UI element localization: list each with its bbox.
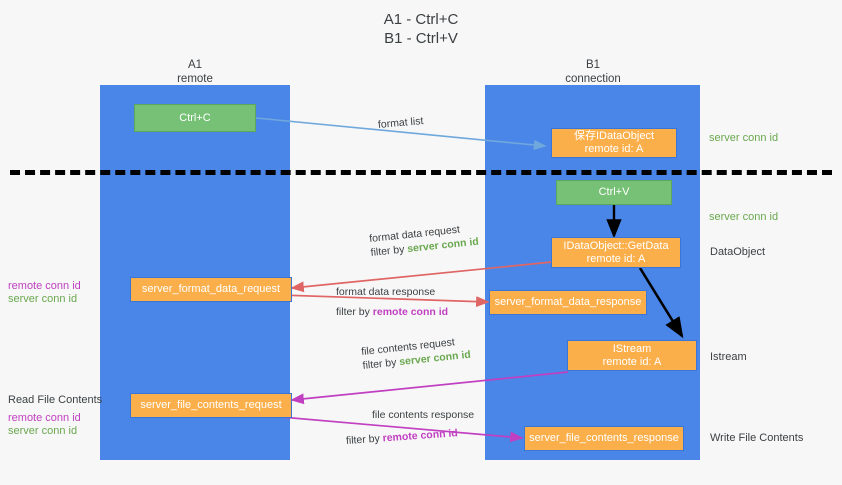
arrow-getdata-to-istream (638, 267, 684, 339)
annotation-left-server-conn-id-2: server conn id (8, 425, 78, 437)
annotation-server-conn-id-mid: server conn id (709, 211, 779, 223)
box-server-file-contents-request[interactable]: server_file_contents_request (130, 393, 292, 418)
annotation-left-remote-conn-id-2: remote conn id (8, 412, 81, 424)
edge-label-format-data-response: format data response filter by remote co… (336, 285, 448, 319)
lane-header-a1: A1 remote (177, 59, 213, 85)
annotation-server-conn-id-top: server conn id (709, 132, 779, 144)
annotation-istream: Istream (710, 351, 747, 363)
phase-divider (10, 170, 832, 175)
diagram-title: A1 - Ctrl+C B1 - Ctrl+V (383, 11, 459, 47)
annotation-left-remote-conn-id-1: remote conn id (8, 280, 81, 292)
box-save-idataobject[interactable]: 保存IDataObject remote id: A (551, 128, 677, 158)
edge-label-file-contents-response-line1: file contents response (372, 409, 475, 421)
box-server-format-data-request[interactable]: server_format_data_request (130, 277, 292, 302)
annotation-read-file-contents: Read File Contents (8, 394, 103, 406)
box-server-format-data-response[interactable]: server_format_data_response (489, 290, 647, 315)
box-server-file-contents-response[interactable]: server_file_contents_response (524, 426, 684, 451)
box-istream[interactable]: IStream remote id: A (567, 340, 697, 371)
filter-prefix: filter by (370, 243, 408, 259)
edge-label-format-data-response-line2: filter by remote conn id (336, 305, 448, 319)
arrow-format-data-request (290, 261, 553, 293)
box-ctrl-v[interactable]: Ctrl+V (556, 180, 672, 205)
annotation-write-file-contents: Write File Contents (710, 432, 804, 444)
filter-key-remote-conn-id: remote conn id (372, 306, 449, 318)
annotation-dataobject: DataObject (710, 246, 766, 258)
lane-header-b1: B1 connection (565, 59, 621, 85)
box-idataobject-getdata[interactable]: IDataObject::GetData remote id: A (551, 237, 681, 268)
box-ctrl-c[interactable]: Ctrl+C (134, 104, 256, 132)
annotation-left-server-conn-id-1: server conn id (8, 293, 78, 305)
edge-label-format-data-response-line1: format data response (336, 286, 436, 298)
filter-prefix: filter by (345, 432, 384, 447)
edge-label-file-contents-response: file contents response (372, 408, 474, 422)
filter-prefix: filter by (336, 306, 373, 318)
filter-prefix: filter by (362, 356, 400, 372)
arrow-format-list (255, 117, 547, 151)
arrow-file-contents-request (290, 371, 569, 405)
